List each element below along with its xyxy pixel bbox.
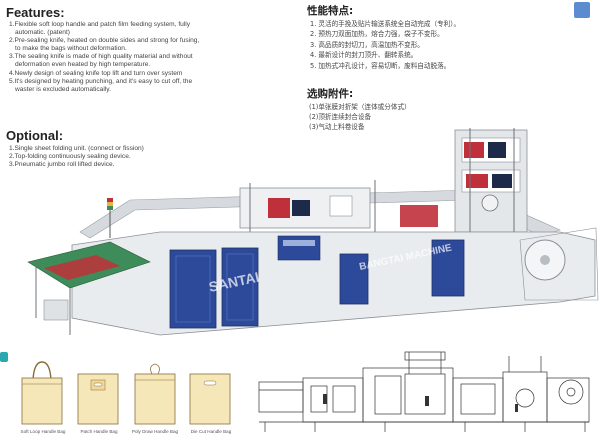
features-item: automatic. (patent) xyxy=(15,29,70,37)
features-item: 4.Newly design of sealing knife top lift… xyxy=(9,69,183,77)
bag-caption-soft-loop: Soft Loop Handle Bag xyxy=(20,429,66,434)
features-item: to make the bags without deformation. xyxy=(15,45,127,53)
features-item: waster is excluded automatically. xyxy=(15,85,111,93)
features-zh-list: 1. 灵活的手挽及贴片输送系统全自动完成（专利）。 2. 预热刀双面加热，熔合力… xyxy=(310,19,460,71)
optional-item: 1.Single sheet folding unit. (connect or… xyxy=(9,145,144,152)
machine-schematic xyxy=(258,351,590,432)
optional-list: 1.Single sheet folding unit. (connect or… xyxy=(9,145,144,169)
corner-badge-bottom-left xyxy=(0,352,8,362)
bag-samples xyxy=(21,361,231,425)
sealing-unit-upper xyxy=(239,180,438,232)
optional-zh-heading: 选购附件: xyxy=(307,88,354,100)
optional-zh-item: (1)单张膜对折架（连体或分体式） xyxy=(309,103,411,111)
optional-zh-item: (3)气动上料卷设备 xyxy=(309,123,365,131)
features-item: 3.The sealing knife is made of high qual… xyxy=(9,53,193,61)
features-zh-heading: 性能特点: xyxy=(307,5,354,17)
features-zh-item: 5. 加热式冲孔设计，容易切断，废料自动脱落。 xyxy=(310,61,451,70)
corner-badge-top-right xyxy=(574,2,590,18)
optional-item: 2.Top-folding continuously sealing devic… xyxy=(9,153,131,161)
features-list: 1.Flexible soft loop handle and patch fi… xyxy=(9,21,199,94)
bag-poly-draw-icon xyxy=(134,363,176,425)
features-zh-item: 1. 灵活的手挽及贴片输送系统全自动完成（专利）。 xyxy=(310,20,461,28)
features-item: 5.It's designed by heating punching, and… xyxy=(9,77,193,85)
features-item: 1.Flexible soft loop handle and patch fi… xyxy=(9,21,191,28)
optional-item: 3.Pneumatic jumbo roll lifted device. xyxy=(9,161,115,169)
optional-zh-list: (1)单张膜对折架（连体或分体式） (2)顶折连续封合设备 (3)气动上料卷设备 xyxy=(309,102,411,132)
features-zh-item: 4. 最新设计的封刀顶升、翻转系统。 xyxy=(310,51,418,60)
machine-base xyxy=(71,231,596,336)
features-item: 2.Pre-sealing knife, heated on double si… xyxy=(9,37,200,45)
film-feeding-tower xyxy=(454,128,528,233)
bag-caption-patch: Patch Handle Bag xyxy=(80,429,118,434)
cabinet-blue-2 xyxy=(221,247,259,327)
optional-heading: Optional: xyxy=(6,128,64,143)
signal-light xyxy=(107,198,113,238)
bag-die-cut-icon xyxy=(189,373,231,425)
optional-zh-item: (2)顶折连续封合设备 xyxy=(309,113,372,121)
features-item: deformation even heated by high temperat… xyxy=(15,61,151,69)
machine-illustration: SANTAI BANGTAI MACHINE xyxy=(27,128,599,336)
cabinet-blue-4 xyxy=(431,239,465,297)
features-zh-item: 2. 预热刀双面加热，熔合力强，袋子不变形。 xyxy=(310,30,444,39)
cabinet-blue-1 xyxy=(169,249,217,329)
bag-soft-loop-icon xyxy=(21,361,63,425)
bag-patch-icon xyxy=(77,373,119,425)
bag-caption-die-cut: Die Cut Handle Bag xyxy=(190,429,232,434)
features-heading: Features: xyxy=(6,5,65,20)
features-zh-item: 3. 高品质的封切刀，高温加热不变形。 xyxy=(310,40,424,49)
bag-caption-poly-draw: Poly Draw Handle Bag xyxy=(131,429,179,434)
cabinet-blue-3 xyxy=(339,253,369,305)
control-panel xyxy=(277,235,321,261)
